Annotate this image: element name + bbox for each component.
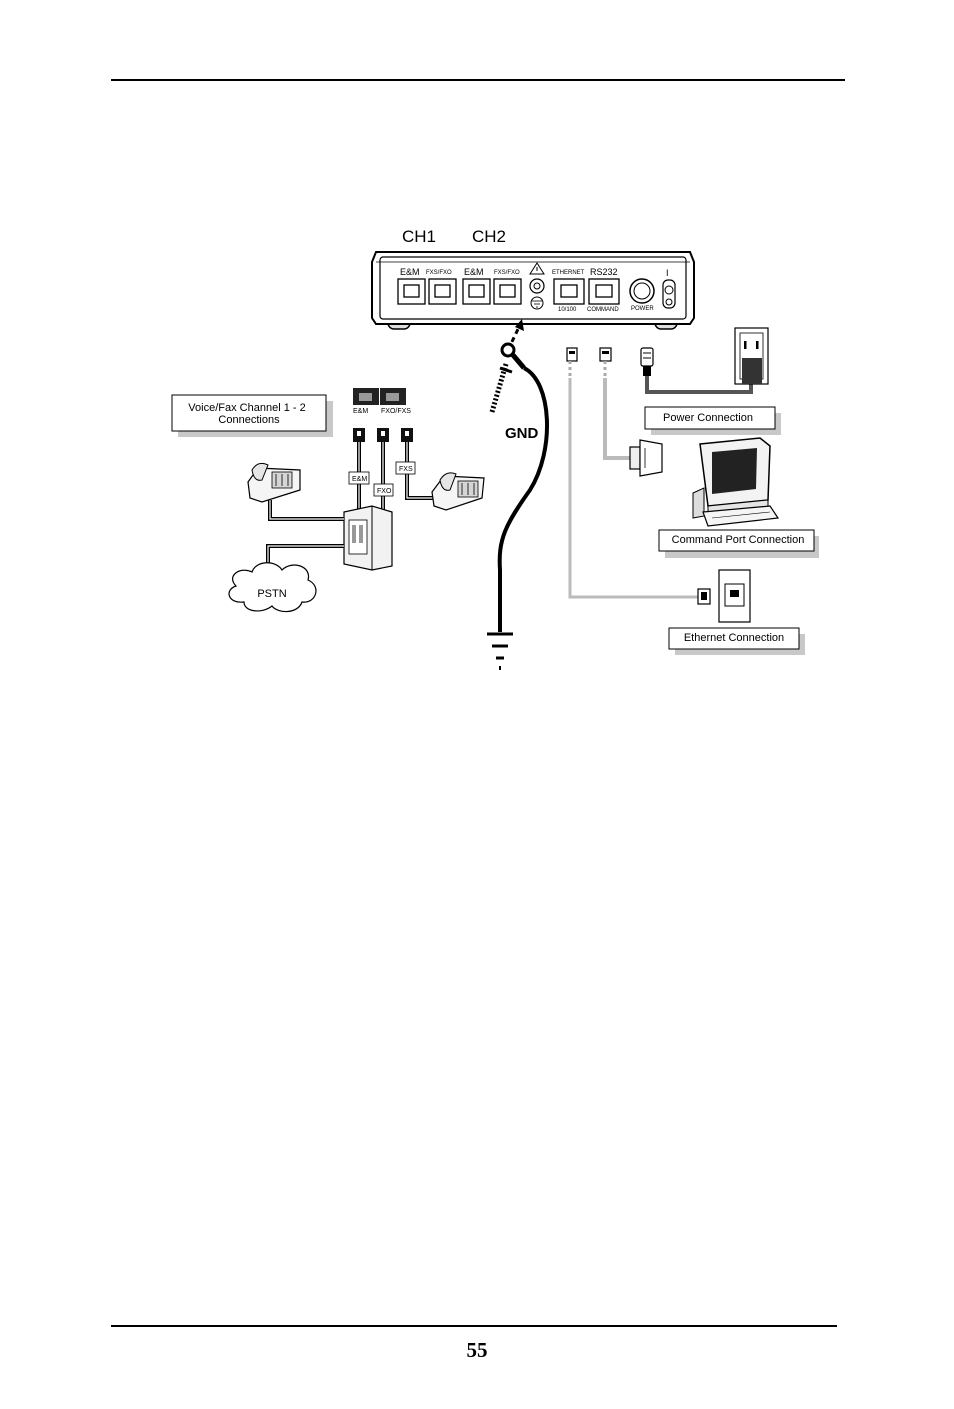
ground-screw-icon — [529, 278, 545, 310]
power-connection-label: Power Connection — [663, 412, 753, 424]
ch2-fxs-port-label: FXS/FXO — [494, 270, 520, 276]
voice-cables-inner — [358, 442, 440, 512]
db9-connector-icon — [629, 439, 663, 477]
bottom-rule — [111, 1325, 837, 1327]
earth-ground-icon — [487, 632, 513, 670]
tag-fxo-label: FXO — [377, 488, 392, 495]
tag-em-label: E&M — [352, 476, 367, 483]
computer-icon — [692, 437, 780, 527]
rj-ports — [397, 278, 620, 305]
pstn-label: PSTN — [257, 588, 286, 600]
cable-tags — [348, 461, 416, 497]
gnd-label: GND — [505, 425, 539, 442]
ch1-fxs-port-label: FXS/FXO — [426, 270, 452, 276]
rs232-port-label: RS232 — [590, 267, 618, 277]
voice-cables — [357, 442, 440, 512]
jack-em-label: E&M — [353, 408, 368, 415]
ground-lug-icon — [500, 342, 526, 370]
page-number: 55 — [466, 1338, 488, 1362]
voice-fax-label-line2: Connections — [218, 414, 280, 426]
ch1-label: CH1 — [402, 227, 436, 246]
voice-jack-block-icon — [353, 388, 406, 405]
ethernet-wall-jack-icon — [697, 569, 751, 623]
ch2-label: CH2 — [472, 227, 506, 246]
jack-fxo-fxs-label: FXO/FXS — [381, 408, 411, 415]
ground-screw-detail-icon — [489, 363, 513, 413]
top-rule — [111, 79, 845, 81]
telephone-left-icon — [247, 462, 301, 503]
ch1-em-port-label: E&M — [400, 267, 420, 277]
voice-fax-label-box — [171, 394, 333, 437]
power-switch-on-label: I — [666, 268, 669, 278]
ethernet-cable — [566, 347, 698, 599]
telephone-right-icon — [431, 472, 485, 511]
voice-fax-label-line1: Voice/Fax Channel 1 - 2 — [188, 402, 305, 414]
speed-label: 10/100 — [558, 307, 577, 313]
warning-icon — [529, 262, 545, 275]
command-port-connection-box — [658, 529, 819, 558]
command-cable — [599, 347, 632, 460]
ground-wire — [497, 366, 550, 632]
power-switch-icon — [662, 279, 676, 309]
power-cable — [640, 347, 753, 394]
ethernet-connection-label: Ethernet Connection — [684, 632, 784, 644]
power-label: POWER — [631, 306, 654, 312]
power-outlet-icon — [734, 327, 769, 385]
command-port-connection-label: Command Port Connection — [672, 534, 805, 546]
tag-fxs-label: FXS — [399, 466, 413, 473]
voice-plugs-icon — [353, 428, 413, 442]
pbx-cabinet-icon — [343, 505, 393, 571]
power-connection-box — [644, 406, 781, 435]
pstn-cloud-icon — [228, 562, 317, 613]
ethernet-connection-box — [668, 627, 805, 655]
command-label: COMMAND — [587, 307, 619, 313]
ch2-em-port-label: E&M — [464, 267, 484, 277]
power-connector-icon — [629, 278, 655, 304]
ethernet-port-label: ETHERNET — [552, 270, 585, 276]
